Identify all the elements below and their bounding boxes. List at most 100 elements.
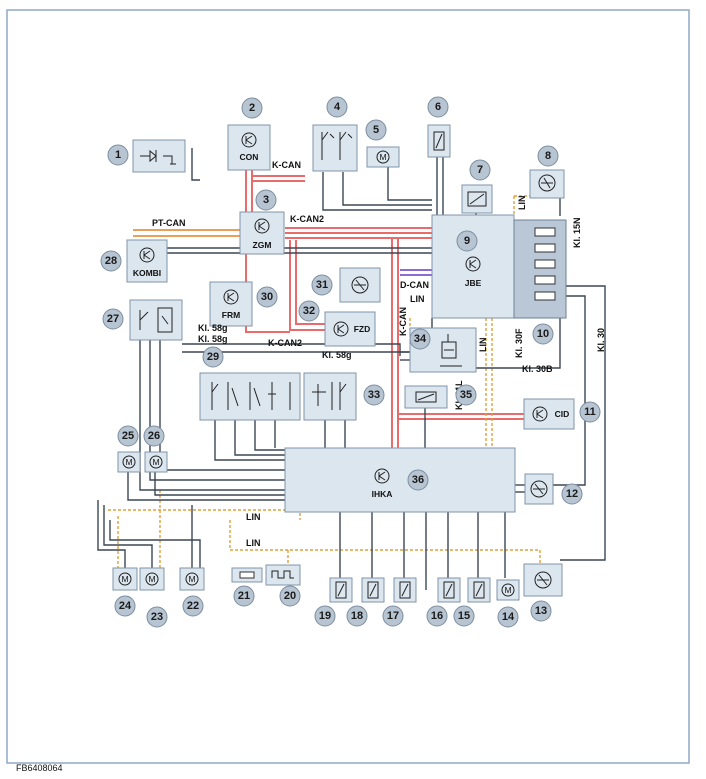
component-22-motor: M bbox=[179, 567, 205, 591]
callout-32: 32 bbox=[298, 300, 320, 322]
component-4-switches bbox=[312, 124, 358, 172]
component-29-33-switch-block bbox=[199, 372, 357, 421]
callout-26: 26 bbox=[143, 425, 165, 447]
d-can-label: D-CAN bbox=[400, 280, 429, 290]
callout-18: 18 bbox=[346, 605, 368, 627]
svg-text:M: M bbox=[152, 457, 159, 467]
component-14-motor: M bbox=[496, 579, 520, 601]
svg-text:34: 34 bbox=[414, 333, 427, 345]
callout-8: 8 bbox=[537, 145, 559, 167]
kl-30b-label: Kl. 30B bbox=[522, 364, 553, 374]
cid-module: CID bbox=[523, 398, 575, 430]
callout-28: 28 bbox=[100, 250, 122, 272]
component-10-fuse-block bbox=[513, 219, 567, 319]
callout-30: 30 bbox=[256, 286, 278, 308]
callout-23: 23 bbox=[146, 606, 168, 628]
svg-text:M: M bbox=[148, 574, 155, 584]
lin-label-middle: LIN bbox=[478, 338, 488, 353]
callout-3: 3 bbox=[255, 189, 277, 211]
lin-label-jbe: LIN bbox=[410, 294, 425, 304]
callout-24: 24 bbox=[114, 595, 136, 617]
callout-16: 16 bbox=[426, 605, 448, 627]
zgm-label: ZGM bbox=[253, 240, 272, 250]
callout-10: 10 bbox=[532, 323, 554, 345]
jbe-label: JBE bbox=[465, 278, 482, 288]
component-17-sensor bbox=[393, 577, 417, 603]
callout-7: 7 bbox=[469, 159, 491, 181]
component-1-sensor bbox=[132, 139, 186, 173]
svg-text:M: M bbox=[125, 457, 132, 467]
cid-label: CID bbox=[555, 409, 570, 419]
svg-text:M: M bbox=[121, 574, 128, 584]
ihka-label: IHKA bbox=[372, 489, 393, 499]
svg-text:21: 21 bbox=[238, 590, 250, 602]
svg-text:25: 25 bbox=[122, 430, 134, 442]
d-can-wires bbox=[400, 269, 432, 276]
callout-22: 22 bbox=[182, 595, 204, 617]
callout-19: 19 bbox=[314, 605, 336, 627]
kl-30f-label: Kl. 30F bbox=[514, 328, 524, 358]
component-35-sensor bbox=[404, 385, 448, 409]
component-23-motor: M bbox=[139, 567, 165, 591]
svg-text:31: 31 bbox=[316, 279, 328, 291]
callout-12: 12 bbox=[561, 483, 583, 505]
ihka-module: IHKA bbox=[284, 447, 516, 513]
component-25-motor: M bbox=[117, 451, 141, 473]
figure-id: FB6408064 bbox=[16, 763, 63, 773]
callout-1: 1 bbox=[107, 144, 129, 166]
svg-text:24: 24 bbox=[119, 600, 132, 612]
callout-25: 25 bbox=[117, 425, 139, 447]
svg-text:18: 18 bbox=[351, 610, 363, 622]
diagram-frame bbox=[6, 9, 690, 764]
kl-58g-label-2: Kl. 58g bbox=[198, 334, 228, 344]
svg-text:4: 4 bbox=[334, 101, 341, 113]
component-31-sensor bbox=[339, 267, 381, 303]
svg-text:26: 26 bbox=[148, 430, 160, 442]
component-18-sensor bbox=[361, 577, 385, 603]
lin-label-top-right: LIN bbox=[517, 196, 527, 211]
k-can-label-vertical: K-CAN bbox=[398, 307, 408, 336]
k-can2-label-top: K-CAN2 bbox=[290, 214, 324, 224]
jbe-module: JBE bbox=[431, 214, 515, 319]
callout-6: 6 bbox=[427, 96, 449, 118]
svg-text:27: 27 bbox=[107, 313, 119, 325]
svg-text:M: M bbox=[504, 585, 511, 595]
svg-text:8: 8 bbox=[545, 150, 551, 162]
callout-13: 13 bbox=[530, 600, 552, 622]
svg-text:29: 29 bbox=[207, 351, 219, 363]
callout-29: 29 bbox=[202, 346, 224, 368]
kombi-module: KOMBI bbox=[126, 239, 168, 283]
lin-label-lower: LIN bbox=[246, 538, 261, 548]
svg-text:5: 5 bbox=[373, 124, 379, 136]
svg-text:19: 19 bbox=[319, 610, 331, 622]
callout-20: 20 bbox=[279, 585, 301, 607]
callout-33: 33 bbox=[363, 384, 385, 406]
kl-15n-label: Kl. 15N bbox=[572, 217, 582, 248]
frm-label: FRM bbox=[222, 310, 240, 320]
frm-module: FRM bbox=[209, 281, 253, 327]
k-can2-label-bottom: K-CAN2 bbox=[268, 338, 302, 348]
component-24-motor: M bbox=[112, 567, 138, 591]
svg-text:30: 30 bbox=[261, 291, 273, 303]
svg-text:14: 14 bbox=[502, 611, 515, 623]
svg-text:1: 1 bbox=[115, 149, 121, 161]
svg-text:35: 35 bbox=[460, 389, 472, 401]
svg-text:2: 2 bbox=[249, 102, 255, 114]
con-label: CON bbox=[240, 152, 259, 162]
svg-text:6: 6 bbox=[435, 101, 441, 113]
callout-36: 36 bbox=[407, 469, 429, 491]
kl-30-label: Kl. 30 bbox=[596, 328, 606, 352]
callout-31: 31 bbox=[311, 274, 333, 296]
svg-text:15: 15 bbox=[458, 610, 470, 622]
lin-label-upper: LIN bbox=[246, 512, 261, 522]
svg-text:3: 3 bbox=[263, 194, 269, 206]
component-27-relay bbox=[129, 299, 183, 341]
callout-15: 15 bbox=[453, 605, 475, 627]
svg-text:36: 36 bbox=[412, 474, 424, 486]
svg-text:7: 7 bbox=[477, 164, 483, 176]
callout-9: 9 bbox=[456, 230, 478, 252]
kombi-label: KOMBI bbox=[133, 268, 161, 278]
svg-text:20: 20 bbox=[284, 590, 296, 602]
svg-text:22: 22 bbox=[187, 600, 199, 612]
